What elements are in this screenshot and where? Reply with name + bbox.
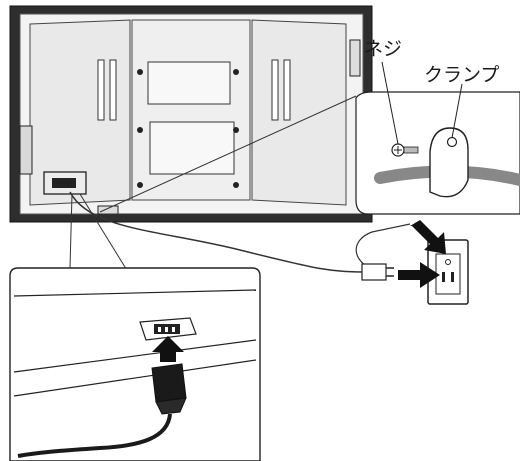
right-terminal [349, 39, 361, 77]
clamp-label: クランプ [424, 64, 500, 86]
mount-plate [147, 61, 231, 105]
closeup-frame [9, 267, 261, 461]
vesa-hole [137, 127, 143, 133]
power-connector [151, 363, 187, 415]
clamp-hole [446, 136, 458, 148]
power-cord [69, 191, 371, 273]
screw-leader [381, 61, 399, 145]
clamp-leader [451, 83, 463, 139]
insert-up-arrow [152, 336, 184, 362]
side-terminal-block [19, 125, 33, 175]
slot [283, 59, 291, 121]
vesa-hole [233, 127, 239, 133]
mount-plate-lower [149, 121, 235, 175]
ground-arrow [410, 220, 446, 254]
power-plug [361, 263, 394, 281]
vesa-hole [137, 69, 143, 75]
right-rib-panel [251, 19, 347, 206]
inlet-closeup [9, 193, 261, 461]
vesa-hole [233, 182, 239, 188]
plug-insert-arrow [398, 262, 440, 288]
slot [97, 59, 105, 121]
cable-clamp [429, 127, 469, 198]
closeup-cable [17, 413, 172, 458]
slot [271, 59, 279, 121]
ac-inlet-closeup [139, 317, 197, 341]
bottom-port [97, 205, 119, 215]
screw-label: ネジ [364, 38, 403, 60]
slot [109, 59, 117, 121]
ac-inlet [52, 178, 76, 188]
vesa-hole [137, 182, 143, 188]
vesa-hole [233, 69, 239, 75]
clamp-callout [99, 61, 520, 215]
monitor-rear-view [9, 5, 373, 223]
wall-outlet [427, 239, 469, 305]
